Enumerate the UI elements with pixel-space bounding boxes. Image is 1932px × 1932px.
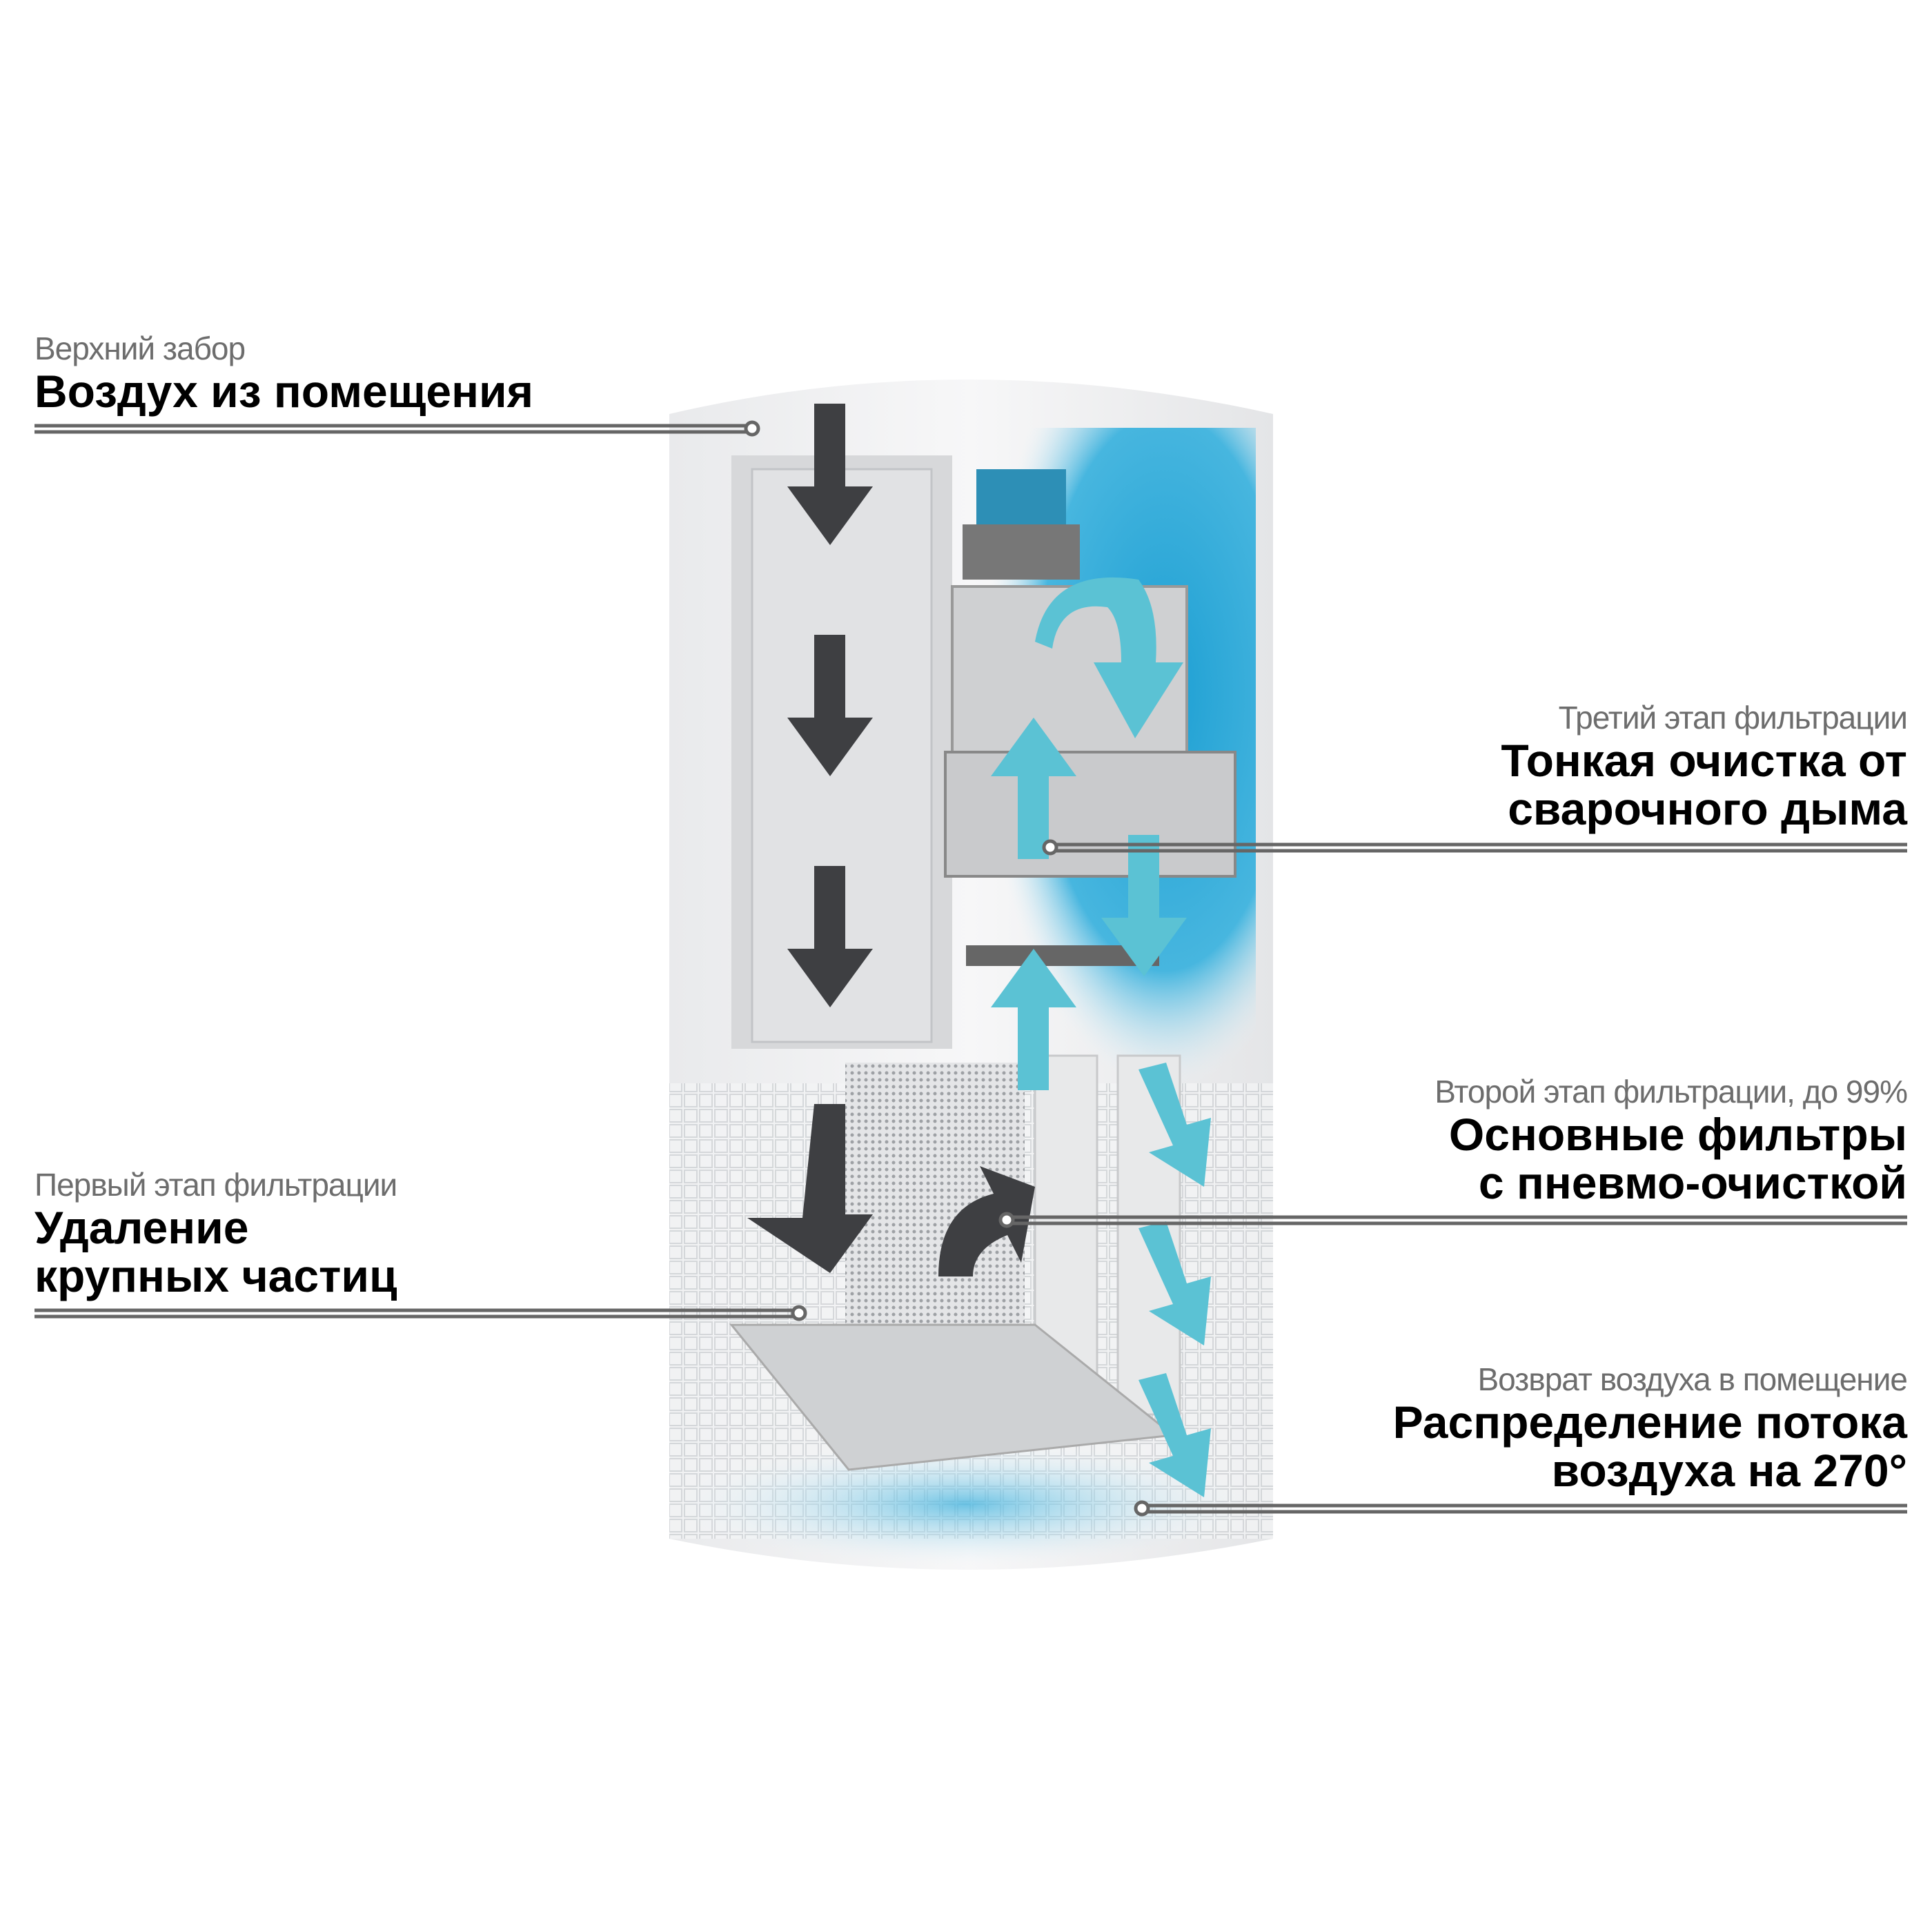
leader-line-top-intake	[34, 420, 760, 437]
callout-title-line: сварочного дыма	[1508, 783, 1907, 834]
leader-lines	[34, 420, 1907, 1517]
down-arrow-icon	[787, 866, 873, 1007]
down-arrow-icon	[1138, 1373, 1211, 1497]
leader-line-stage1	[34, 1305, 807, 1321]
callout-title-line: крупных частиц	[34, 1250, 397, 1301]
callout-subtitle: Второй этап фильтрации, до 99%	[1435, 1074, 1908, 1110]
up-arrow-icon	[991, 949, 1076, 1090]
down-arrow-icon	[1138, 1221, 1211, 1346]
curved-arrow-icon	[747, 1104, 873, 1273]
callout-return: Возврат воздуха в помещение Распределени…	[1392, 1361, 1908, 1496]
callout-top-intake: Верхний забор Воздух из помещения	[34, 330, 533, 415]
callout-stage3: Третий этап фильтрации Тонкая очистка от…	[1501, 699, 1908, 834]
callout-subtitle: Верхний забор	[34, 331, 246, 366]
down-arrow-icon	[787, 404, 873, 545]
down-arrow-icon	[787, 635, 873, 776]
callout-title-line: Удаление	[34, 1202, 249, 1253]
leader-line-stage2	[998, 1212, 1907, 1228]
callout-title-line: с пневмо-очисткой	[1478, 1157, 1907, 1208]
down-arrow-icon	[1101, 835, 1187, 976]
callout-title-line: Основные фильтры	[1448, 1109, 1907, 1160]
callout-subtitle: Третий этап фильтрации	[1558, 700, 1908, 736]
leader-line-return	[1134, 1500, 1907, 1517]
callout-subtitle: Возврат воздуха в помещение	[1477, 1361, 1908, 1397]
callout-title: Воздух из помещения	[34, 366, 534, 417]
leader-line-stage3	[1042, 839, 1907, 856]
curved-arrow-icon	[1035, 577, 1183, 738]
callout-title-line: Тонкая очистка от	[1501, 735, 1907, 786]
callout-stage1: Первый этап фильтрации Удаление крупных …	[34, 1166, 397, 1300]
callout-title-line: воздуха на 270°	[1551, 1445, 1907, 1496]
down-arrow-icon	[1138, 1063, 1211, 1187]
callout-subtitle: Первый этап фильтрации	[34, 1167, 397, 1203]
up-arrow-icon	[991, 718, 1076, 859]
callout-title-line: Распределение потока	[1392, 1397, 1907, 1448]
callout-stage2: Второй этап фильтрации, до 99% Основные …	[1435, 1073, 1908, 1208]
intake-arrows	[747, 404, 1035, 1276]
curved-arrow-icon	[938, 1166, 1035, 1276]
airflow-arrows	[991, 577, 1211, 1497]
